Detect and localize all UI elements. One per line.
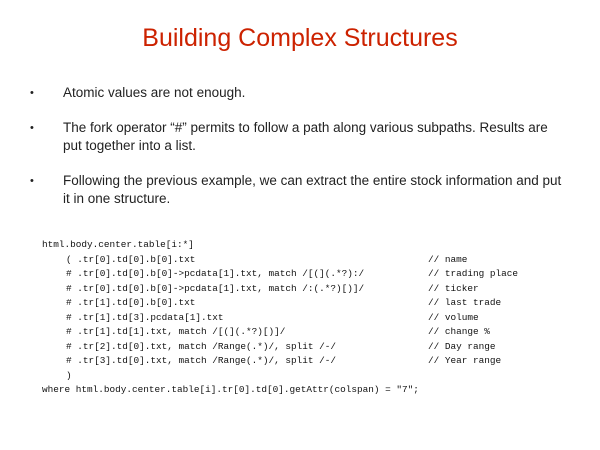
code-text: # .tr[2].td[0].txt, match /Range(.*)/, s… [66,340,337,352]
code-line: # .tr[1].td[3].pcdata[1].txt // volume [42,311,590,326]
bullet-text: Following the previous example, we can e… [63,173,562,206]
code-header: html.body.center.table[i:*] [42,239,194,250]
code-comment: // last trade [428,297,502,308]
code-comment: // Year range [428,355,502,366]
bullet-item: • Following the previous example, we can… [30,172,570,208]
code-line: # .tr[0].td[0].b[0]->pcdata[1].txt, matc… [42,282,590,297]
code-footer: where html.body.center.table[i].tr[0].td… [42,384,419,395]
bullet-item: • The fork operator “#” permits to follo… [30,119,570,155]
code-comment: // Day range [428,340,496,352]
code-line: # .tr[3].td[0].txt, match /Range(.*)/, s… [42,354,590,369]
code-block: html.body.center.table[i:*] ( .tr[0].td[… [42,238,590,398]
code-text: # .tr[3].td[0].txt, match /Range(.*)/, s… [66,355,337,366]
code-line: # .tr[1].td[1].txt, match /[(](.*?)[)]/ … [42,325,590,340]
bullet-icon: • [30,87,34,99]
code-line: ( .tr[0].td[0].b[0].txt // name [42,253,590,268]
code-comment: // name [428,253,468,265]
code-text: # .tr[1].td[0].b[0].txt [66,297,196,308]
slide-title: Building Complex Structures [142,24,458,52]
code-comment: // change % [428,326,490,337]
bullet-item: • Atomic values are not enough. [30,84,570,102]
bullet-text: The fork operator “#” permits to follow … [63,120,548,153]
code-line: # .tr[0].td[0].b[0]->pcdata[1].txt, matc… [42,267,590,282]
code-text: # .tr[0].td[0].b[0]->pcdata[1].txt, matc… [66,268,365,279]
bullet-text: Atomic values are not enough. [63,85,246,100]
code-line: # .tr[2].td[0].txt, match /Range(.*)/, s… [42,340,590,355]
code-text: # .tr[0].td[0].b[0]->pcdata[1].txt, matc… [66,282,365,294]
code-comment: // volume [428,311,479,323]
code-closing: ) [66,369,72,381]
code-comment: // ticker [428,282,479,294]
bullet-list: • Atomic values are not enough. • The fo… [30,84,570,225]
code-comment: // trading place [428,268,519,279]
code-footer-line: where html.body.center.table[i].tr[0].td… [42,383,590,398]
code-text: # .tr[1].td[3].pcdata[1].txt [66,311,224,323]
code-text: # .tr[1].td[1].txt, match /[(](.*?)[)]/ [66,326,286,337]
code-header-line: html.body.center.table[i:*] [42,238,590,253]
bullet-icon: • [30,122,34,134]
code-closing-line: ) [42,369,590,384]
code-text: ( .tr[0].td[0].b[0].txt [66,253,196,265]
code-line: # .tr[1].td[0].b[0].txt // last trade [42,296,590,311]
bullet-icon: • [30,175,34,187]
